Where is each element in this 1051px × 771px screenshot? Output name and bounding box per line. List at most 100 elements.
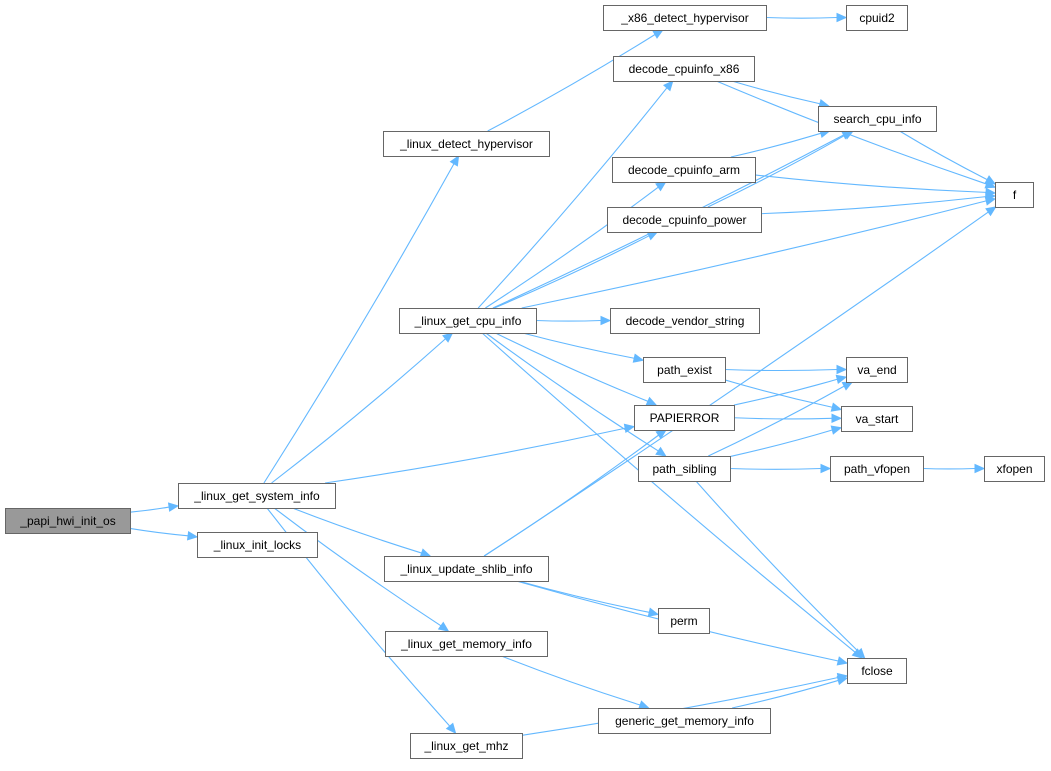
node-xfopen[interactable]: xfopen xyxy=(984,456,1045,482)
node-label: xfopen xyxy=(996,462,1032,476)
node-box xyxy=(818,106,937,132)
node-path_sibling[interactable]: path_sibling xyxy=(638,456,731,482)
node-f[interactable]: f xyxy=(995,182,1034,208)
node-linux_get_mhz[interactable]: _linux_get_mhz xyxy=(410,733,523,759)
node-perm[interactable]: perm xyxy=(658,608,710,634)
edge-path_sibling-to-fclose xyxy=(695,480,866,659)
edge-arrowhead xyxy=(820,463,832,474)
edge-arrowhead xyxy=(974,463,986,474)
edge-linux_get_cpu_info-to-PAPIERROR xyxy=(495,332,658,406)
edge-decode_cpuinfo_arm-to-search_cpu_info xyxy=(730,128,831,158)
edge-line xyxy=(754,174,987,193)
node-label: search_cpu_info xyxy=(833,112,921,126)
node-label: path_sibling xyxy=(652,462,716,476)
edge-decode_cpuinfo_arm-to-f xyxy=(754,174,997,198)
edge-line xyxy=(271,338,446,484)
edge-line xyxy=(730,132,822,158)
node-va_start[interactable]: va_start xyxy=(841,406,913,432)
edge-line xyxy=(273,507,442,627)
edge-arrowhead xyxy=(645,396,658,406)
node-box xyxy=(846,5,908,31)
node-linux_detect_hypervisor[interactable]: _linux_detect_hypervisor xyxy=(383,131,550,157)
node-decode_vendor_string[interactable]: decode_vendor_string xyxy=(610,308,760,334)
node-path_vfopen[interactable]: path_vfopen xyxy=(830,456,924,482)
node-cpuid2[interactable]: cpuid2 xyxy=(846,5,908,31)
edge-line xyxy=(518,580,650,613)
edge-search_cpu_info-to-f xyxy=(899,130,997,185)
edge-linux_update_shlib_info-to-f xyxy=(484,206,997,557)
edge-arrowhead xyxy=(835,374,848,385)
edge-x86_detect_hypervisor-to-cpuid2 xyxy=(765,12,848,23)
edge-linux_get_system_info-to-linux_detect_hypervisor xyxy=(263,154,460,484)
node-label: fclose xyxy=(861,664,893,678)
edge-arrowhead xyxy=(830,402,843,412)
node-linux_init_locks[interactable]: _linux_init_locks xyxy=(197,532,318,558)
node-va_end[interactable]: va_end xyxy=(846,357,908,383)
edge-arrowhead xyxy=(652,29,664,39)
node-papi_hwi_init_os[interactable]: _papi_hwi_init_os xyxy=(5,508,131,534)
node-label: _linux_get_cpu_info xyxy=(414,314,522,328)
node-box xyxy=(613,56,755,82)
node-decode_cpuinfo_arm[interactable]: decode_cpuinfo_arm xyxy=(612,157,756,183)
edge-arrowhead xyxy=(985,206,997,217)
edge-decode_cpuinfo_power-to-f xyxy=(760,191,997,215)
node-label: generic_get_memory_info xyxy=(615,714,754,728)
edge-linux_get_cpu_info-to-decode_cpuinfo_arm xyxy=(485,181,667,309)
node-box xyxy=(841,406,913,432)
node-x86_detect_hypervisor[interactable]: _x86_detect_hypervisor xyxy=(603,5,767,31)
edge-arrowhead xyxy=(985,191,997,202)
edge-PAPIERROR-to-va_start xyxy=(733,413,843,424)
node-box xyxy=(384,556,549,582)
node-box xyxy=(612,157,756,183)
node-decode_cpuinfo_x86[interactable]: decode_cpuinfo_x86 xyxy=(613,56,755,82)
edge-line xyxy=(292,507,422,554)
edge-line xyxy=(899,130,988,181)
edge-line xyxy=(707,134,846,208)
edge-linux_update_shlib_info-to-PAPIERROR xyxy=(483,429,667,557)
node-search_cpu_info[interactable]: search_cpu_info xyxy=(818,106,937,132)
node-label: decode_cpuinfo_arm xyxy=(628,163,740,177)
edge-path_sibling-to-va_start xyxy=(729,425,843,458)
edge-linux_get_cpu_info-to-path_sibling xyxy=(485,332,667,457)
edge-path_vfopen-to-xfopen xyxy=(922,463,986,474)
edge-line xyxy=(522,332,635,359)
node-label: _linux_get_mhz xyxy=(423,739,508,753)
node-label: path_exist xyxy=(657,363,712,377)
node-label: _papi_hwi_init_os xyxy=(19,514,115,528)
edge-line xyxy=(731,80,821,105)
node-fclose[interactable]: fclose xyxy=(847,658,907,684)
node-box xyxy=(5,508,131,534)
edge-linux_get_cpu_info-to-path_exist xyxy=(522,332,645,363)
node-box xyxy=(598,708,771,734)
node-linux_get_cpu_info[interactable]: _linux_get_cpu_info xyxy=(399,308,537,334)
node-label: decode_cpuinfo_power xyxy=(622,213,746,227)
edge-line xyxy=(765,16,838,19)
node-path_exist[interactable]: path_exist xyxy=(643,357,726,383)
node-label: path_vfopen xyxy=(844,462,910,476)
node-generic_get_memory_info[interactable]: generic_get_memory_info xyxy=(598,708,771,734)
edge-linux_update_shlib_info-to-perm xyxy=(518,580,660,617)
edge-arrowhead xyxy=(655,181,667,192)
node-box xyxy=(638,456,731,482)
edge-papi_hwi_init_os-to-linux_get_system_info xyxy=(129,502,180,513)
edge-arrowhead xyxy=(836,12,848,23)
edge-linux_get_memory_info-to-generic_get_memory_info xyxy=(501,655,650,710)
edge-line xyxy=(732,679,839,709)
edge-arrowhead xyxy=(655,446,667,457)
edge-line xyxy=(263,163,455,484)
node-linux_get_memory_info[interactable]: _linux_get_memory_info xyxy=(385,631,548,657)
node-linux_get_system_info[interactable]: _linux_get_system_info xyxy=(178,483,336,509)
node-decode_cpuinfo_power[interactable]: decode_cpuinfo_power xyxy=(607,207,762,233)
edge-arrowhead xyxy=(647,607,660,617)
node-linux_update_shlib_info[interactable]: _linux_update_shlib_info xyxy=(384,556,549,582)
node-box xyxy=(634,405,735,431)
node-PAPIERROR[interactable]: PAPIERROR xyxy=(634,405,735,431)
node-box xyxy=(410,733,523,759)
edge-arrowhead xyxy=(186,530,199,541)
node-box xyxy=(178,483,336,509)
edge-arrowhead xyxy=(830,425,843,435)
edge-path_exist-to-va_end xyxy=(724,364,848,375)
edge-arrowhead xyxy=(841,381,854,391)
edge-line xyxy=(733,378,838,406)
node-label: _linux_get_system_info xyxy=(193,489,320,503)
